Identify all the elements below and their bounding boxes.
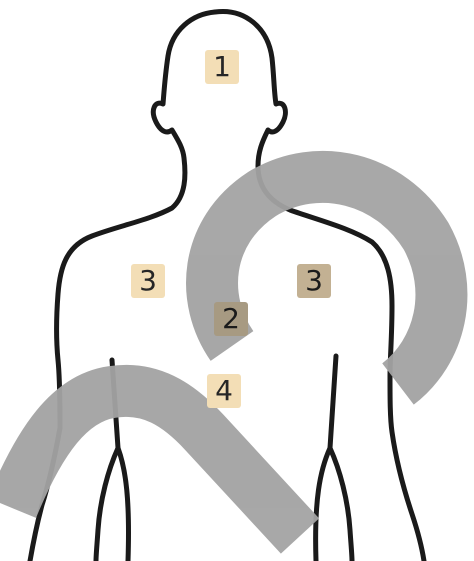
left-hip-line — [118, 448, 129, 561]
label-center-chest: 2 — [214, 302, 248, 336]
label-left-chest-text: 3 — [139, 267, 157, 295]
label-center-chest-text: 2 — [222, 305, 240, 333]
label-left-chest: 3 — [131, 264, 165, 298]
label-right-chest-text: 3 — [305, 267, 323, 295]
right-hip-line — [316, 448, 330, 561]
label-right-chest: 3 — [297, 264, 331, 298]
prohibition-watermark-icon — [12, 177, 441, 536]
label-upper-abdomen-text: 4 — [215, 377, 233, 405]
label-head: 1 — [205, 50, 239, 84]
label-head-text: 1 — [213, 53, 231, 81]
label-upper-abdomen: 4 — [207, 374, 241, 408]
prohibition-lower-arc-icon — [12, 391, 300, 536]
